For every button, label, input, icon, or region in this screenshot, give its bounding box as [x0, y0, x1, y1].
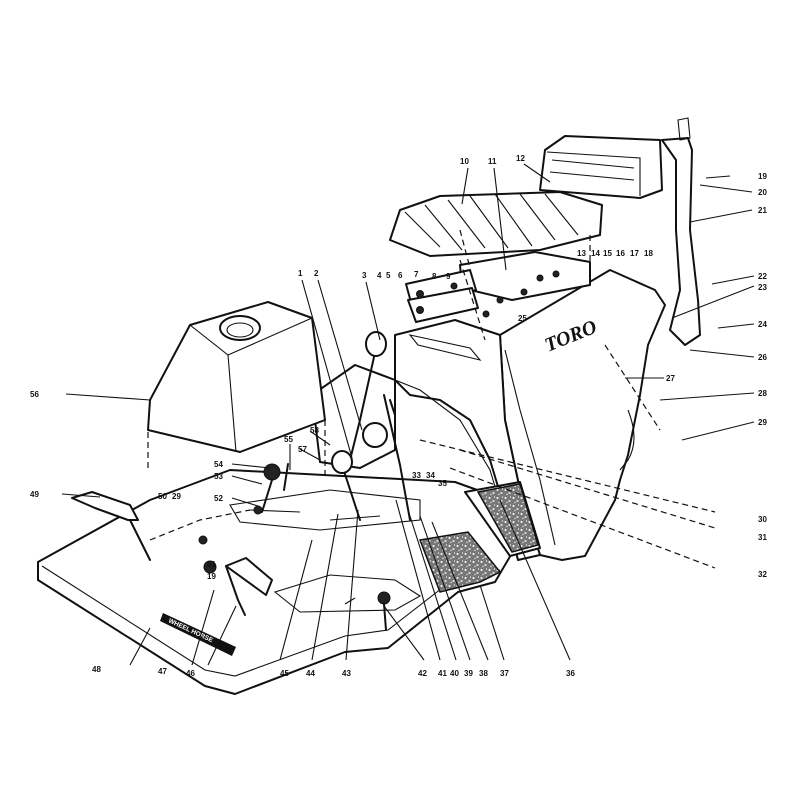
- callout-6: 6: [398, 271, 403, 280]
- callout-48: 48: [92, 665, 101, 674]
- leader-lines: [61, 163, 755, 666]
- callout-11: 11: [488, 157, 497, 166]
- callout-numbers: 1 2 3 4 5 6 7 8 9 10 11 12 13 14 15 16 1…: [30, 154, 767, 678]
- callout-7: 7: [414, 270, 419, 279]
- callout-19: 19: [758, 172, 767, 181]
- callout-21: 21: [758, 206, 767, 215]
- callout-45: 45: [280, 669, 289, 678]
- callout-14: 14: [591, 249, 600, 258]
- callout-39: 39: [464, 669, 473, 678]
- seat-brackets: [405, 269, 560, 323]
- callout-25: 25: [518, 314, 527, 323]
- callout-32: 32: [758, 570, 767, 579]
- hood-cover: [147, 301, 326, 453]
- callout-56: 56: [30, 390, 39, 399]
- callout-44: 44: [306, 669, 315, 678]
- callout-19-left: 19: [207, 572, 216, 581]
- callout-17: 17: [630, 249, 639, 258]
- callout-29-right: 29: [758, 418, 767, 427]
- callout-55: 55: [284, 435, 293, 444]
- control-levers: [261, 331, 411, 521]
- callout-5: 5: [386, 271, 391, 280]
- callout-49: 49: [30, 490, 39, 499]
- callout-53: 53: [214, 472, 223, 481]
- callout-30: 30: [758, 515, 767, 524]
- callout-31: 31: [758, 533, 767, 542]
- callout-33: 33: [412, 471, 421, 480]
- callout-16: 16: [616, 249, 625, 258]
- callout-57: 57: [298, 445, 307, 454]
- callout-13: 13: [577, 249, 586, 258]
- callout-20: 20: [758, 188, 767, 197]
- callout-58: 58: [310, 426, 319, 435]
- callout-10: 10: [460, 157, 469, 166]
- seat-assembly: [389, 117, 701, 346]
- callout-42: 42: [418, 669, 427, 678]
- callout-36: 36: [566, 669, 575, 678]
- callout-50: 50: [158, 492, 167, 501]
- callout-9: 9: [446, 272, 451, 281]
- callout-37: 37: [500, 669, 509, 678]
- callout-29-left: 29: [172, 492, 181, 501]
- callout-28: 28: [758, 389, 767, 398]
- callout-38: 38: [479, 669, 488, 678]
- pedals: [71, 491, 391, 631]
- callout-8: 8: [432, 272, 437, 281]
- callout-22: 22: [758, 272, 767, 281]
- callout-12: 12: [516, 154, 525, 163]
- callout-4: 4: [377, 271, 382, 280]
- callout-43: 43: [342, 669, 351, 678]
- callout-2: 2: [314, 269, 319, 278]
- callout-3: 3: [362, 271, 367, 280]
- callout-27: 27: [666, 374, 675, 383]
- callout-15: 15: [603, 249, 612, 258]
- callout-34: 34: [426, 471, 435, 480]
- floor-mat-left: [418, 531, 502, 593]
- callout-47: 47: [158, 667, 167, 676]
- callout-35: 35: [438, 479, 447, 488]
- callout-24: 24: [758, 320, 767, 329]
- callout-54: 54: [214, 460, 223, 469]
- callout-1: 1: [298, 269, 303, 278]
- callout-23: 23: [758, 283, 767, 292]
- assembly-lines: [147, 259, 716, 569]
- callout-40: 40: [450, 669, 459, 678]
- callout-52: 52: [214, 494, 223, 503]
- throttle-knob-icon: [263, 463, 281, 481]
- callout-41: 41: [438, 669, 447, 678]
- callout-51: 51: [207, 560, 216, 569]
- callout-26: 26: [758, 353, 767, 362]
- callout-46: 46: [186, 669, 195, 678]
- callout-18: 18: [644, 249, 653, 258]
